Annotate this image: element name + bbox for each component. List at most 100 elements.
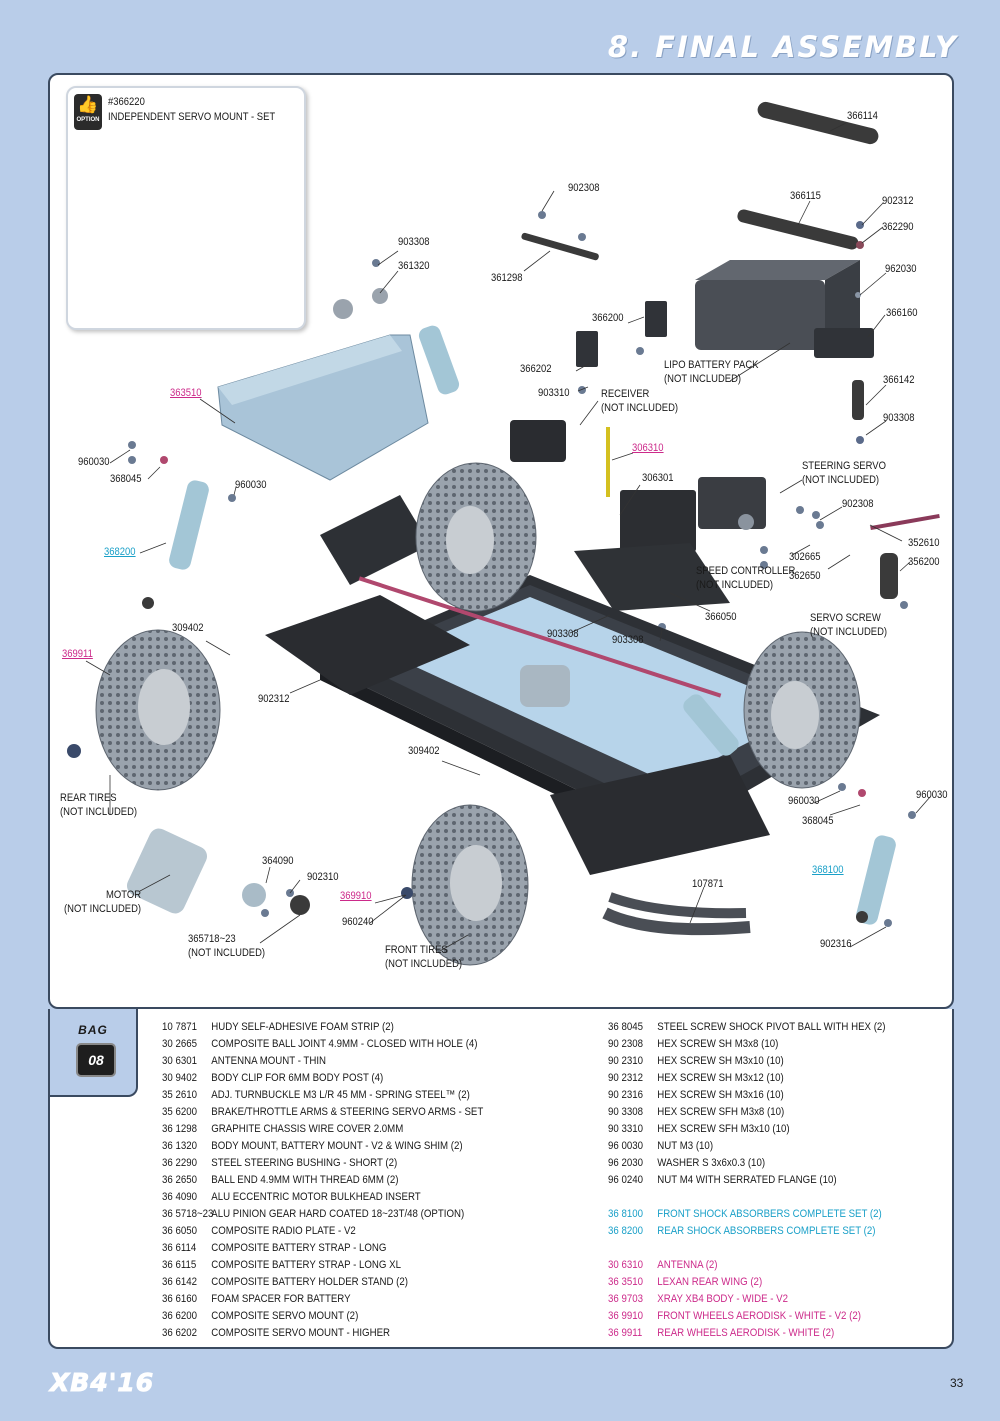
part-code: 35 6200 — [162, 1106, 197, 1118]
part-label: 362290 — [882, 221, 914, 233]
part-description: GRAPHITE CHASSIS WIRE COVER 2.0MM — [211, 1123, 404, 1135]
part-label: 366142 — [883, 374, 915, 386]
part-label: 903308 — [883, 412, 915, 424]
option-callout: 👍 OPTION #366220 INDEPENDENT SERVO MOUNT… — [66, 86, 306, 330]
part-description: COMPOSITE SERVO MOUNT - HIGHER — [211, 1327, 391, 1339]
part-code: 36 6200 — [162, 1310, 197, 1322]
part-description: HUDY SELF-ADHESIVE FOAM STRIP (2) — [211, 1021, 394, 1033]
part-description: HEX SCREW SH M3x12 (10) — [657, 1072, 784, 1084]
part-label: 352610 — [908, 537, 940, 549]
part-code: 90 3310 — [608, 1123, 643, 1135]
part-description: STEEL SCREW SHOCK PIVOT BALL WITH HEX (2… — [657, 1021, 886, 1033]
part-label: 962030 — [885, 263, 917, 275]
antenna-part-link[interactable]: 306310 — [632, 442, 664, 454]
option-part-name: INDEPENDENT SERVO MOUNT - SET — [108, 111, 276, 123]
page-number: 33 — [950, 1376, 964, 1390]
part-row: 36 5718~23ALU PINION GEAR HARD COATED 18… — [162, 1206, 483, 1223]
part-description: LEXAN REAR WING (2) — [657, 1276, 763, 1288]
part-label: 960240 — [342, 916, 374, 928]
part-code: 30 6301 — [162, 1055, 197, 1067]
part-label: 960030 — [78, 456, 110, 468]
part-code: 36 6160 — [162, 1293, 197, 1305]
part-code: 90 3308 — [608, 1106, 643, 1118]
wing-part-link[interactable]: 363510 — [170, 387, 202, 399]
part-code: 30 9402 — [162, 1072, 197, 1084]
part-label: 368045 — [110, 473, 142, 485]
rear-wheel-part-link[interactable]: 369911 — [62, 648, 93, 660]
part-label: 302665 — [789, 551, 821, 563]
part-label: 306301 — [642, 472, 674, 484]
part-label: 361298 — [491, 272, 523, 284]
part-description: ANTENNA (2) — [657, 1259, 718, 1271]
part-code: 96 0240 — [608, 1174, 643, 1186]
part-label: 902312 — [882, 195, 914, 207]
part-description: COMPOSITE BALL JOINT 4.9MM - CLOSED WITH… — [211, 1038, 478, 1050]
part-row: 96 0240 NUT M4 WITH SERRATED FLANGE (10) — [608, 1172, 886, 1189]
front-shock-part-link[interactable]: 368100 — [812, 864, 844, 876]
rear-shock-part-link[interactable]: 368200 — [104, 546, 136, 558]
bag-indicator: BAG 08 — [50, 1009, 138, 1097]
part-code: 96 0030 — [608, 1140, 643, 1152]
part-code: 36 9910 — [608, 1310, 643, 1322]
part-code: 30 2665 — [162, 1038, 197, 1050]
speed-controller-label: SPEED CONTROLLER (NOT INCLUDED) — [696, 565, 796, 591]
part-description: FOAM SPACER FOR BATTERY — [211, 1293, 351, 1305]
part-code: 10 7871 — [162, 1021, 197, 1033]
part-label: 364090 — [262, 855, 294, 867]
parts-list: BAG 08 10 7871 HUDY SELF-ADHESIVE FOAM ST… — [48, 1009, 954, 1349]
part-code: 36 2650 — [162, 1174, 197, 1186]
part-label: 960030 — [788, 795, 820, 807]
part-description: NUT M3 (10) — [657, 1140, 714, 1152]
part-description: COMPOSITE SERVO MOUNT (2) — [211, 1310, 359, 1322]
part-code: 36 1320 — [162, 1140, 197, 1152]
front-tires-label: FRONT TIRES (NOT INCLUDED) — [385, 944, 463, 970]
part-label: 368045 — [802, 815, 834, 827]
steering-servo-label: STEERING SERVO (NOT INCLUDED) — [802, 460, 886, 486]
part-description: XRAY XB4 BODY - WIDE - V2 — [657, 1293, 789, 1305]
rear-wing — [217, 334, 429, 481]
part-description: REAR WHEELS AERODISK - WHITE (2) — [657, 1327, 835, 1339]
parts-column-left: 10 7871 HUDY SELF-ADHESIVE FOAM STRIP (2)… — [162, 1019, 527, 1342]
part-label: 356200 — [908, 556, 940, 568]
part-label: 902308 — [568, 182, 600, 194]
part-code: 36 9911 — [608, 1327, 643, 1339]
wheels — [67, 462, 861, 966]
lipo-battery-label: LIPO BATTERY PACK (NOT INCLUDED) — [664, 359, 759, 385]
part-code: 36 6142 — [162, 1276, 197, 1288]
part-description: FRONT SHOCK ABSORBERS COMPLETE SET (2) — [657, 1208, 882, 1220]
part-description: HEX SCREW SH M3x10 (10) — [657, 1055, 784, 1067]
part-label: 960030 — [235, 479, 267, 491]
part-label: 362650 — [789, 570, 821, 582]
part-code: 36 6050 — [162, 1225, 197, 1237]
part-code: 90 2308 — [608, 1038, 643, 1050]
receiver-label: RECEIVER (NOT INCLUDED) — [601, 388, 679, 414]
part-label: 902312 — [258, 693, 290, 705]
part-code: 90 2312 — [608, 1072, 643, 1084]
part-row: 10 7871 HUDY SELF-ADHESIVE FOAM STRIP (2) — [162, 1019, 483, 1036]
assembly-diagram: 👍 OPTION #366220 INDEPENDENT SERVO MOUNT… — [48, 73, 954, 1009]
part-label: 960030 — [916, 789, 948, 801]
part-description: COMPOSITE BATTERY STRAP - LONG — [211, 1242, 387, 1254]
part-label: 903308 — [547, 628, 579, 640]
motor-parts — [126, 828, 892, 936]
part-description: WASHER S 3x6x0.3 (10) — [657, 1157, 766, 1169]
front-wheel-part-link[interactable]: 369910 — [340, 890, 372, 902]
part-label: 107871 — [692, 878, 724, 890]
part-label: 366050 — [705, 611, 737, 623]
part-description: NUT M4 WITH SERRATED FLANGE (10) — [657, 1174, 837, 1186]
part-description: ALU ECCENTRIC MOTOR BULKHEAD INSERT — [211, 1191, 421, 1203]
part-description: HEX SCREW SFH M3x8 (10) — [657, 1106, 785, 1118]
